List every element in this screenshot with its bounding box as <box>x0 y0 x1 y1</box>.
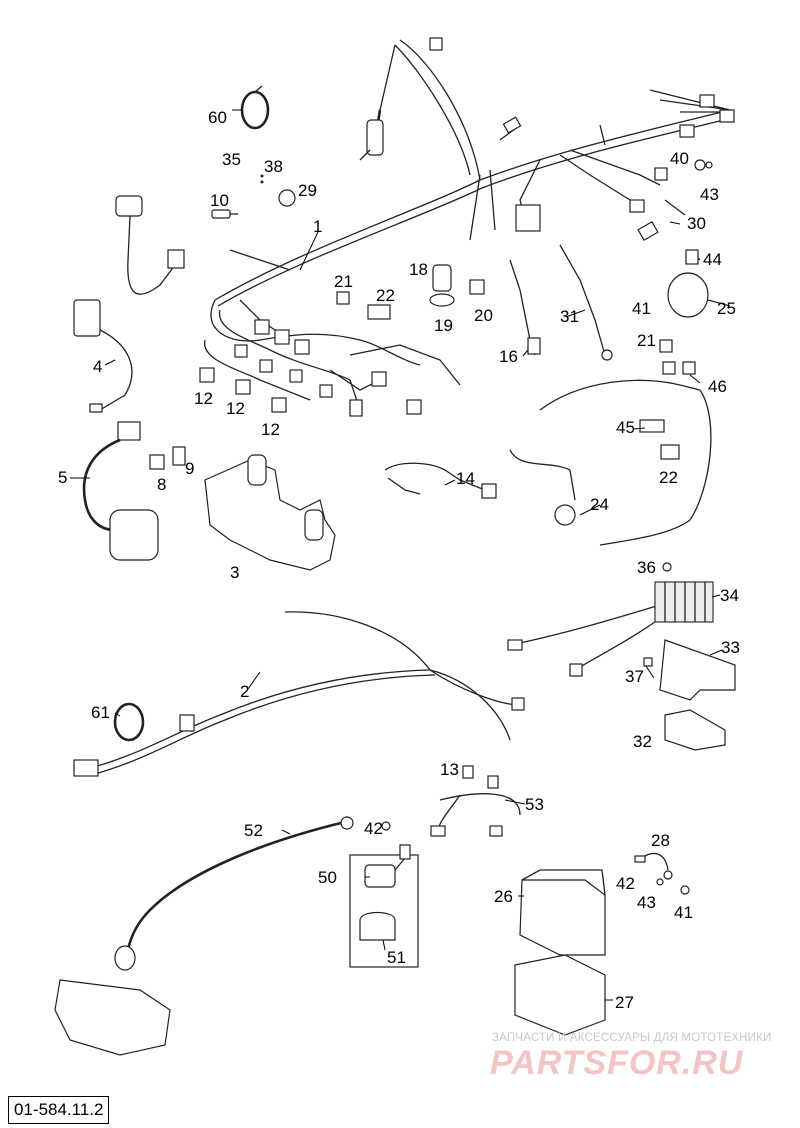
callout-18: 18 <box>409 260 428 279</box>
callout-29: 29 <box>298 181 317 200</box>
callout-40: 40 <box>670 149 689 168</box>
part-4-cable <box>73 299 133 413</box>
callout-43a: 43 <box>700 185 719 204</box>
small-relays <box>149 367 287 470</box>
callout-5: 5 <box>58 468 68 487</box>
callout-25: 25 <box>717 299 736 318</box>
callout-50: 50 <box>318 868 337 887</box>
harness-part-2 <box>73 611 525 777</box>
callout-2: 2 <box>240 682 250 701</box>
callout-53: 53 <box>525 795 544 814</box>
callout-51: 51 <box>387 948 406 967</box>
callout-21b: 21 <box>637 331 656 350</box>
callout-41b: 41 <box>674 903 693 922</box>
callout-8: 8 <box>157 475 167 494</box>
callout-61: 61 <box>91 703 110 722</box>
callout-4: 4 <box>93 357 103 376</box>
callout-16: 16 <box>499 347 518 366</box>
regulator-assembly <box>507 562 736 751</box>
callout-34: 34 <box>720 586 739 605</box>
part-5-switch <box>82 421 159 561</box>
bracket-part-3 <box>204 454 336 571</box>
callout-38: 38 <box>264 157 283 176</box>
callout-41a: 41 <box>632 299 651 318</box>
callout-3: 3 <box>230 563 240 582</box>
callout-26: 26 <box>494 887 513 906</box>
callout-44: 44 <box>703 250 722 269</box>
callout-12c: 12 <box>261 420 280 439</box>
callout-1: 1 <box>313 217 323 236</box>
battery-assembly <box>514 852 690 1036</box>
middle-small-parts <box>336 244 613 526</box>
callout-20: 20 <box>474 306 493 325</box>
callout-36: 36 <box>637 558 656 577</box>
switch-with-cable <box>115 195 185 295</box>
starter-relay-box <box>349 821 419 968</box>
callout-52: 52 <box>244 821 263 840</box>
callout-35: 35 <box>222 150 241 169</box>
callout-14: 14 <box>456 469 475 488</box>
diagram-part-number: 01-584.11.2 <box>8 1096 110 1124</box>
callout-30: 30 <box>687 214 706 233</box>
right-harness <box>539 361 712 546</box>
callout-32: 32 <box>633 732 652 751</box>
callout-22a: 22 <box>376 286 395 305</box>
leader-lines <box>70 109 731 1001</box>
callout-10: 10 <box>210 191 229 210</box>
callout-43b: 43 <box>637 893 656 912</box>
watermark-logo: PARTSFOR.RU <box>490 1044 744 1082</box>
callout-21a: 21 <box>334 272 353 291</box>
horn-and-right-parts <box>637 159 713 353</box>
callout-12b: 12 <box>226 399 245 418</box>
callout-24: 24 <box>590 495 609 514</box>
callout-27: 27 <box>615 993 634 1012</box>
callout-60: 60 <box>208 108 227 127</box>
watermark-tagline: ЗАПЧАСТИ И АКСЕССУАРЫ ДЛЯ МОТОТЕХНИКИ <box>492 1032 772 1044</box>
callout-31: 31 <box>560 307 579 326</box>
starter-and-cable <box>54 816 354 1056</box>
callout-46: 46 <box>708 377 727 396</box>
callout-28: 28 <box>651 831 670 850</box>
callout-45: 45 <box>616 418 635 437</box>
callout-9: 9 <box>185 459 195 478</box>
callout-37: 37 <box>625 667 644 686</box>
callout-42b: 42 <box>616 874 635 893</box>
callout-22b: 22 <box>659 468 678 487</box>
callout-12a: 12 <box>194 389 213 408</box>
main-wiring-harness <box>204 37 735 417</box>
callout-42a: 42 <box>364 819 383 838</box>
callout-33: 33 <box>721 638 740 657</box>
callout-19: 19 <box>434 316 453 335</box>
callout-13: 13 <box>440 760 459 779</box>
cable-part-53 <box>430 765 521 837</box>
